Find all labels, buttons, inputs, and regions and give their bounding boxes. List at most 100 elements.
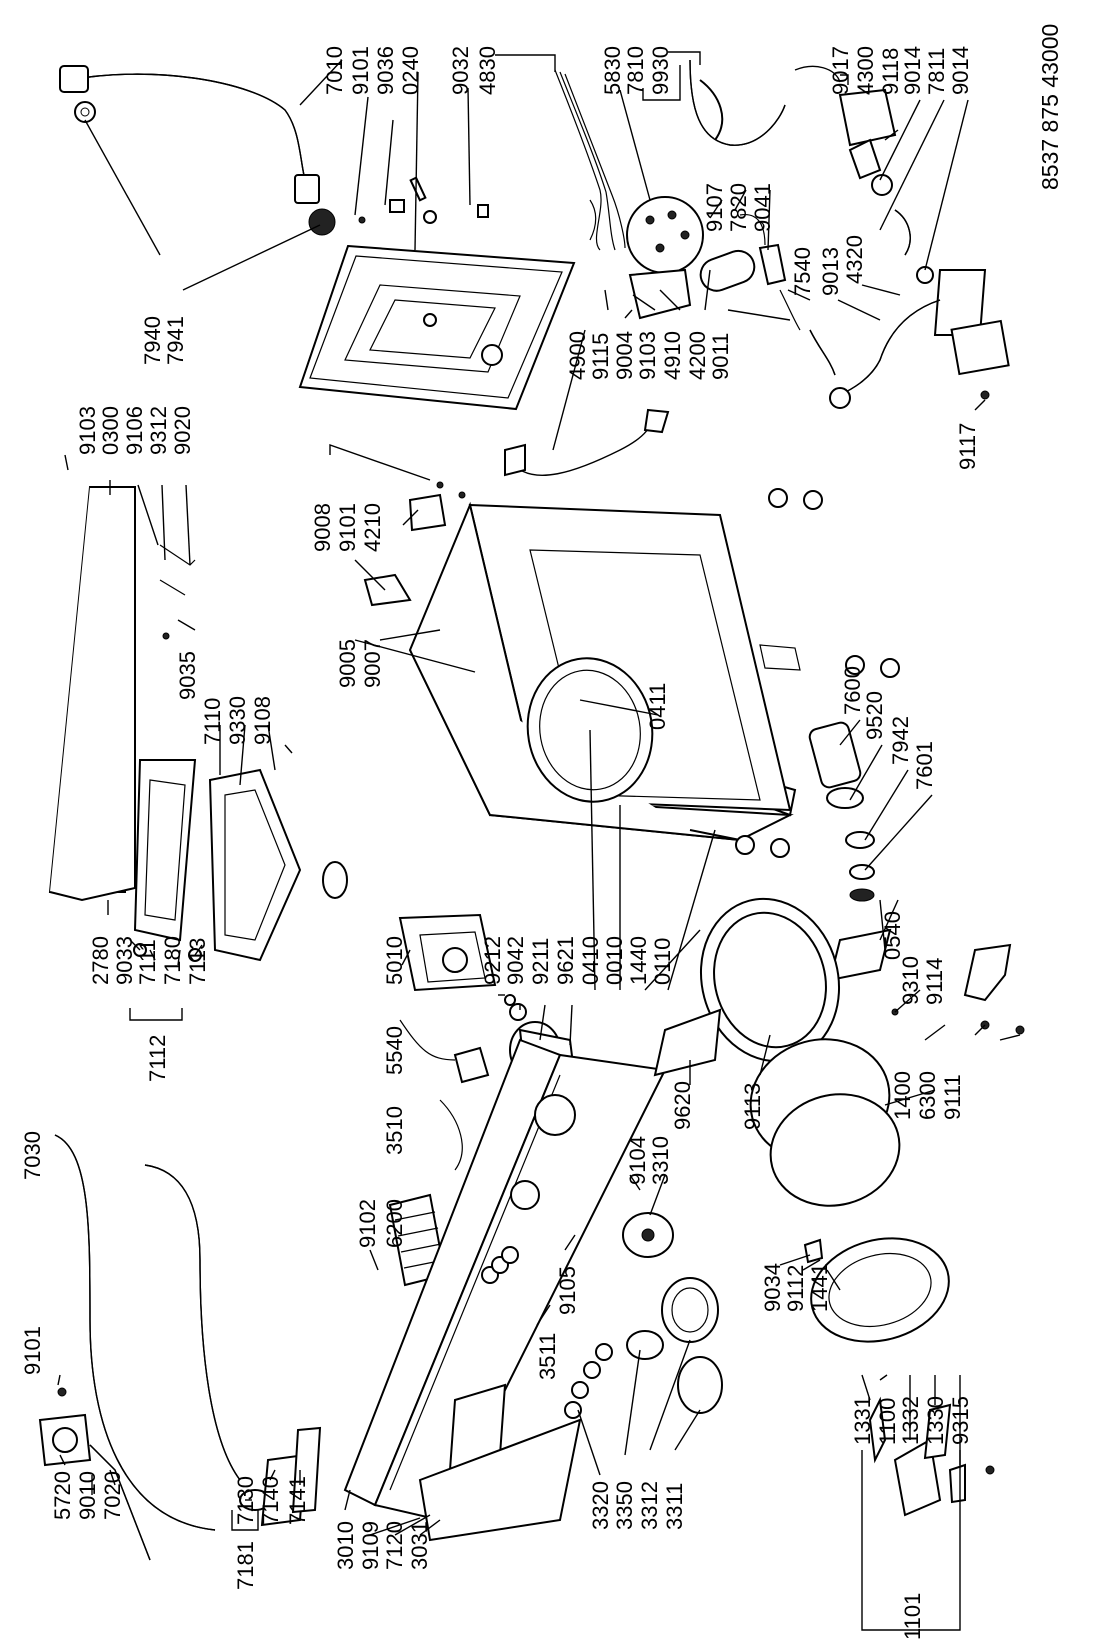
part-label-9101: 9101 (20, 1326, 45, 1375)
part-label-9004: 9004 (612, 331, 637, 380)
timer-5010-drawing (398, 913, 527, 1021)
part-label-0240: 0240 (398, 46, 423, 95)
part-label-6200: 6200 (382, 1199, 407, 1248)
part-label-9118: 9118 (878, 48, 903, 95)
part-label-0300: 0300 (98, 406, 123, 455)
part-label-7540: 7540 (790, 247, 815, 296)
part-label-1101: 1101 (900, 1593, 925, 1640)
part-labels: 7010 9101 9036 0240 9032 4830 5830 7810 … (20, 46, 980, 1640)
part-label-9032: 9032 (448, 46, 473, 95)
part-label-9105: 9105 (555, 1266, 580, 1315)
part-label-1330: 1330 (923, 1396, 948, 1445)
part-label-9520: 9520 (862, 691, 887, 740)
part-label-4910: 4910 (660, 331, 685, 380)
part-label-4300: 4300 (853, 46, 878, 95)
part-label-9102: 9102 (355, 1199, 380, 1248)
part-label-9107: 9107 (702, 183, 727, 232)
part-label-9011: 9011 (708, 333, 733, 380)
part-label-7942: 7942 (888, 716, 913, 765)
part-label-9104: 9104 (625, 1136, 650, 1185)
part-label-0540: 0540 (880, 911, 905, 960)
knobs-drawing (564, 1212, 723, 1419)
part-label-3010: 3010 (333, 1521, 358, 1570)
part-label-9101: 9101 (348, 46, 373, 95)
part-label-3312: 3312 (637, 1481, 662, 1530)
part-label-3310: 3310 (648, 1136, 673, 1185)
part-label-9112: 9112 (783, 1265, 808, 1312)
part-label-9013: 9013 (818, 247, 843, 296)
part-label-7120: 7120 (382, 1521, 407, 1570)
part-label-7112: 7112 (145, 1035, 170, 1082)
cabinet-0010-drawing (408, 488, 900, 858)
part-label-7810: 7810 (623, 46, 648, 95)
part-label-7130: 7130 (233, 1476, 258, 1525)
part-label-9041: 9041 (750, 183, 775, 232)
part-label-0010: 0010 (602, 936, 627, 985)
part-label-4200: 4200 (685, 331, 710, 380)
part-label-7140: 7140 (258, 1476, 283, 1525)
part-label-3031: 3031 (407, 1521, 432, 1570)
part-label-5830: 5830 (600, 46, 625, 95)
part-label-9036: 9036 (373, 46, 398, 95)
lid-frame-0240-drawing (298, 244, 576, 411)
door-glass-1400-drawing (749, 1038, 950, 1343)
part-label-1440: 1440 (626, 936, 651, 985)
part-label-9109: 9109 (358, 1521, 383, 1570)
part-label-9212: 9212 (480, 936, 505, 985)
part-label-1400: 1400 (890, 1071, 915, 1120)
part-label-4210: 4210 (360, 503, 385, 552)
sump-hose-4320-drawing (809, 269, 1010, 409)
part-label-4320: 4320 (842, 235, 867, 284)
part-label-7180: 7180 (160, 936, 185, 985)
detergent-dispenser-7110-drawing (133, 759, 348, 962)
part-label-9330: 9330 (225, 696, 250, 745)
door-lock-4210-drawing (363, 481, 466, 607)
part-label-7811: 7811 (924, 48, 949, 95)
part-label-0110: 0110 (650, 938, 675, 985)
part-label-4900: 4900 (565, 331, 590, 380)
control-panel-3010-drawing (343, 1008, 722, 1542)
door-interlock-5540-drawing (399, 1019, 490, 1171)
part-label-9014: 9014 (900, 46, 925, 95)
part-label-9930: 9930 (648, 46, 673, 95)
part-label-7941: 7941 (163, 316, 188, 365)
part-label-9115: 9115 (588, 333, 613, 380)
drain-pump-4300-drawing (794, 65, 934, 284)
part-label-5540: 5540 (382, 1026, 407, 1075)
part-label-1441: 1441 (807, 1263, 832, 1312)
part-label-9008: 9008 (310, 503, 335, 552)
part-label-0411: 0411 (645, 683, 670, 730)
motor-terminal-block-drawing (626, 196, 801, 331)
part-label-7010: 7010 (322, 46, 347, 95)
part-label-9211: 9211 (528, 938, 553, 985)
drain-hose-7810-drawing (689, 59, 786, 146)
part-label-5720: 5720 (50, 1471, 75, 1520)
part-label-5010: 5010 (382, 936, 407, 985)
part-label-9620: 9620 (670, 1081, 695, 1130)
wiring-harness-4830-drawing (554, 69, 626, 251)
part-label-3311: 3311 (662, 1483, 687, 1530)
part-label-4830: 4830 (475, 46, 500, 95)
part-label-9113: 9113 (740, 1083, 765, 1130)
part-label-1331: 1331 (850, 1396, 875, 1445)
part-label-7600: 7600 (840, 666, 865, 715)
part-label-1100: 1100 (875, 1398, 900, 1445)
part-label-7020: 7020 (100, 1471, 125, 1520)
part-label-9103: 9103 (75, 406, 100, 455)
part-label-7141: 7141 (285, 1476, 310, 1525)
part-label-9010: 9010 (75, 1471, 100, 1520)
door-seal-1440-drawing (699, 897, 841, 1063)
hose-7030-drawing (54, 1134, 241, 1531)
part-label-9621: 9621 (553, 936, 578, 985)
part-label-9117: 9117 (955, 423, 980, 470)
part-label-9106: 9106 (122, 406, 147, 455)
part-label-9101: 9101 (335, 503, 360, 552)
part-label-6300: 6300 (915, 1071, 940, 1120)
part-label-9103: 9103 (635, 331, 660, 380)
part-label-3510: 3510 (382, 1106, 407, 1155)
part-label-7601: 7601 (912, 741, 937, 790)
part-label-9005: 9005 (335, 639, 360, 688)
part-label-9020: 9020 (170, 406, 195, 455)
part-label-9035: 9035 (175, 651, 200, 700)
